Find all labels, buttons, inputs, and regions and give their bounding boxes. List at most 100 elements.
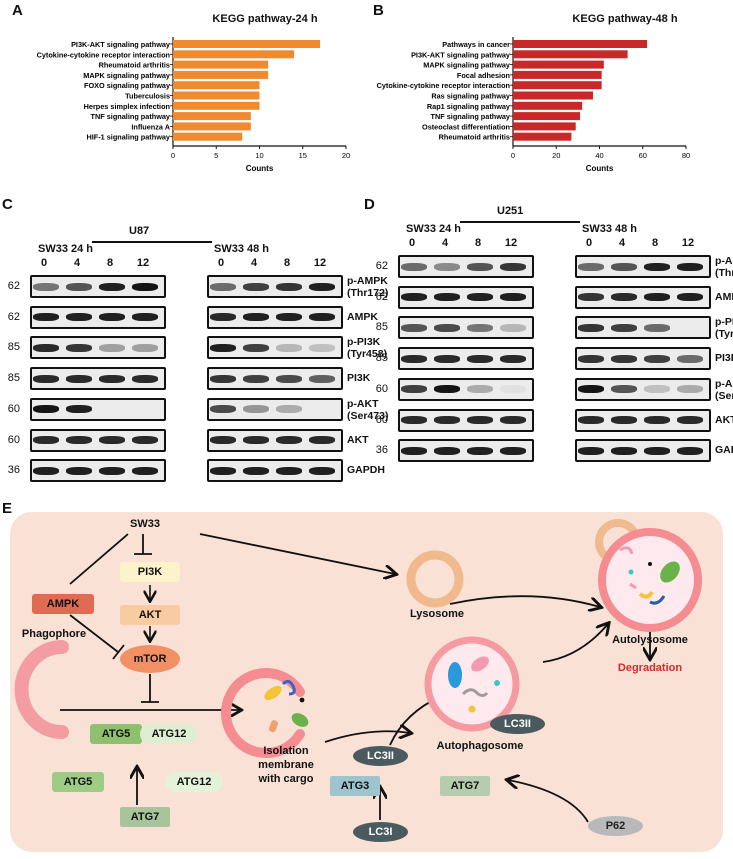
mw-marker: 85 xyxy=(375,321,388,334)
protein-name: AMPK xyxy=(715,290,733,303)
lane-label: 8 xyxy=(106,257,114,269)
blot-strip xyxy=(30,336,166,360)
kegg-24h-x-tick-label: 15 xyxy=(299,151,307,160)
kegg-24h-category-label: HIF-1 signaling pathway xyxy=(86,133,170,142)
protein-band xyxy=(33,343,59,352)
blot-strip xyxy=(575,439,711,463)
protein-band xyxy=(434,446,460,455)
protein-name: p-PI3K xyxy=(347,336,381,349)
blot-strip xyxy=(575,255,711,278)
protein-band xyxy=(210,343,236,352)
protein-band xyxy=(644,323,670,332)
protein-band xyxy=(243,374,269,383)
protein-band xyxy=(467,262,493,271)
protein-band xyxy=(578,262,604,271)
protein-band xyxy=(467,293,493,302)
kegg-48h-x-tick-label: 0 xyxy=(511,151,515,160)
mtor-node: mTOR xyxy=(120,645,180,673)
kegg-24h-category-label: FOXO signaling pathway xyxy=(84,81,171,90)
protein-label: AKT xyxy=(715,414,733,426)
protein-band xyxy=(467,416,493,424)
protein-band xyxy=(401,446,427,455)
lane-label: 4 xyxy=(250,257,258,269)
kegg-24h-category-label: Cytokine-cytokine receptor interaction xyxy=(37,50,170,59)
protein-band xyxy=(66,374,92,383)
group-label-24h: SW33 24 h xyxy=(406,223,462,235)
kegg-24h-x-tick-label: 0 xyxy=(171,151,175,160)
phospho-site: (Tyr458) xyxy=(715,328,733,341)
kegg-48h-category-label: Rap1 signaling pathway xyxy=(427,102,511,111)
kegg-24h-category-label: Herpes simplex infection xyxy=(84,102,170,111)
blot-strip xyxy=(575,316,711,340)
kegg-48h-category-label: Ras signaling pathway xyxy=(431,92,511,101)
protein-band xyxy=(132,282,158,291)
protein-band xyxy=(611,446,637,455)
protein-band xyxy=(578,416,604,424)
lc3i-node: LC3I xyxy=(353,822,408,842)
protein-band xyxy=(309,343,335,352)
protein-label: PI3K xyxy=(715,352,733,364)
protein-band xyxy=(611,262,637,271)
mw-marker: 60 xyxy=(375,382,388,395)
protein-label: p-PI3K(Tyr458) xyxy=(347,336,387,360)
kegg-48h-bar xyxy=(513,40,648,48)
protein-band xyxy=(66,282,92,291)
chart-title-48h: KEGG pathway-48 h xyxy=(572,13,678,25)
atg7-node-2: ATG7 xyxy=(440,776,490,796)
protein-band xyxy=(611,323,637,332)
protein-band xyxy=(33,405,59,414)
protein-band xyxy=(276,313,302,322)
protein-name: PI3K xyxy=(347,372,371,385)
protein-band xyxy=(210,313,236,322)
protein-label: p-AMPK(Thr172) xyxy=(347,275,388,299)
atg5-label: ATG5 xyxy=(90,724,142,744)
mw-marker: 62 xyxy=(7,280,20,292)
blot-strip xyxy=(398,439,534,463)
kegg-24h-bar xyxy=(173,70,269,79)
blot-strip xyxy=(398,255,534,278)
kegg-48h-x-tick-label: 60 xyxy=(639,151,647,160)
protein-band xyxy=(467,323,493,332)
protein-band xyxy=(644,446,670,455)
diagram-arrows xyxy=(14,519,702,823)
atg5-node: ATG5 xyxy=(52,772,104,792)
group-label-24h: SW33 24 h xyxy=(38,243,94,255)
autolysosome-label: Autolysosome xyxy=(612,634,688,646)
protein-band xyxy=(500,323,526,332)
protein-band xyxy=(434,385,460,394)
protein-name: GAPDH xyxy=(715,444,733,457)
protein-band xyxy=(578,293,604,302)
protein-band xyxy=(210,405,236,414)
kegg-48h-x-tick-label: 20 xyxy=(552,151,560,160)
protein-band xyxy=(66,343,92,352)
kegg-48h-bar xyxy=(513,122,576,131)
isolation-membrane-label: Isolation membrane with cargo xyxy=(258,745,314,785)
protein-band xyxy=(677,446,703,455)
atg3-node: ATG3 xyxy=(330,776,380,796)
blot-strip xyxy=(30,428,166,452)
lane-label: 8 xyxy=(474,237,482,249)
mw-marker: 36 xyxy=(7,464,20,477)
lc3ii-node: LC3II xyxy=(353,746,408,766)
protein-band xyxy=(611,354,637,363)
protein-band xyxy=(644,385,670,394)
protein-band xyxy=(611,416,637,424)
protein-band xyxy=(132,436,158,444)
phospho-site: (Thr172) xyxy=(347,287,389,299)
protein-band xyxy=(434,262,460,271)
panel-label-d: D xyxy=(364,196,375,213)
protein-band xyxy=(401,385,427,394)
protein-band xyxy=(467,446,493,455)
kegg-48h-bar xyxy=(513,70,602,79)
protein-band xyxy=(611,385,637,394)
protein-band xyxy=(578,446,604,455)
kegg-48h-bar xyxy=(513,60,604,69)
protein-band xyxy=(210,436,236,444)
cell-line-label: U251 xyxy=(497,205,524,217)
kegg-24h-x-tick-label: 5 xyxy=(214,151,218,160)
kegg-24h-category-label: TNF signaling pathway xyxy=(91,112,171,121)
protein-band xyxy=(33,282,59,291)
mw-marker: 60 xyxy=(7,433,20,446)
protein-band xyxy=(434,416,460,424)
